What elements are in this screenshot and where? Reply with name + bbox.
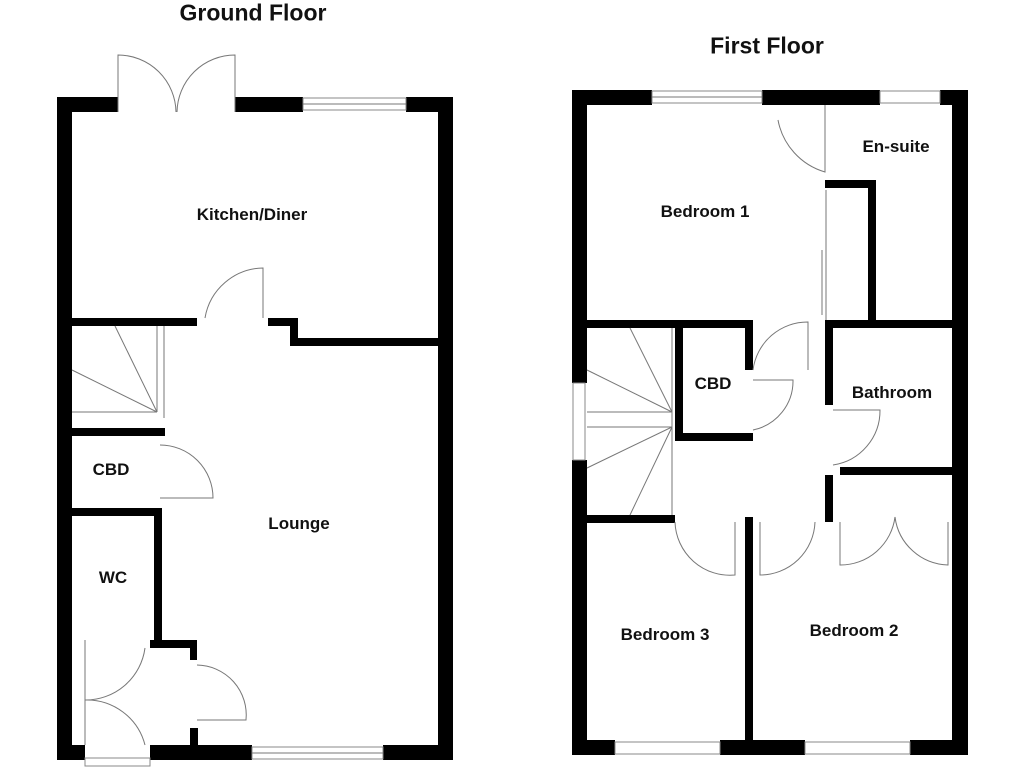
room-label-bedroom-3: Bedroom 3 [620,625,710,644]
room-label-kitchen-diner: Kitchen/Diner [196,205,308,224]
ground-floor-walls [57,97,453,760]
room-label-ground-cbd: CBD [92,460,130,479]
first-floor-stairs [586,327,673,516]
room-label-lounge: Lounge [268,514,330,533]
room-label-bedroom-1: Bedroom 1 [660,202,750,221]
ground-floor-windows-doors [84,54,407,767]
room-label-wc: WC [98,568,128,587]
first-floor-walls [572,90,968,755]
room-label-first-cbd: CBD [694,374,732,393]
ground-floor-stairs [71,325,165,418]
first-floor-title: First Floor [710,32,824,59]
ground-floor-title: Ground Floor [179,0,327,26]
room-label-bathroom: Bathroom [851,383,933,402]
first-floor-windows-doors [572,90,949,755]
room-label-en-suite: En-suite [862,137,930,156]
room-label-bedroom-2: Bedroom 2 [809,621,899,640]
